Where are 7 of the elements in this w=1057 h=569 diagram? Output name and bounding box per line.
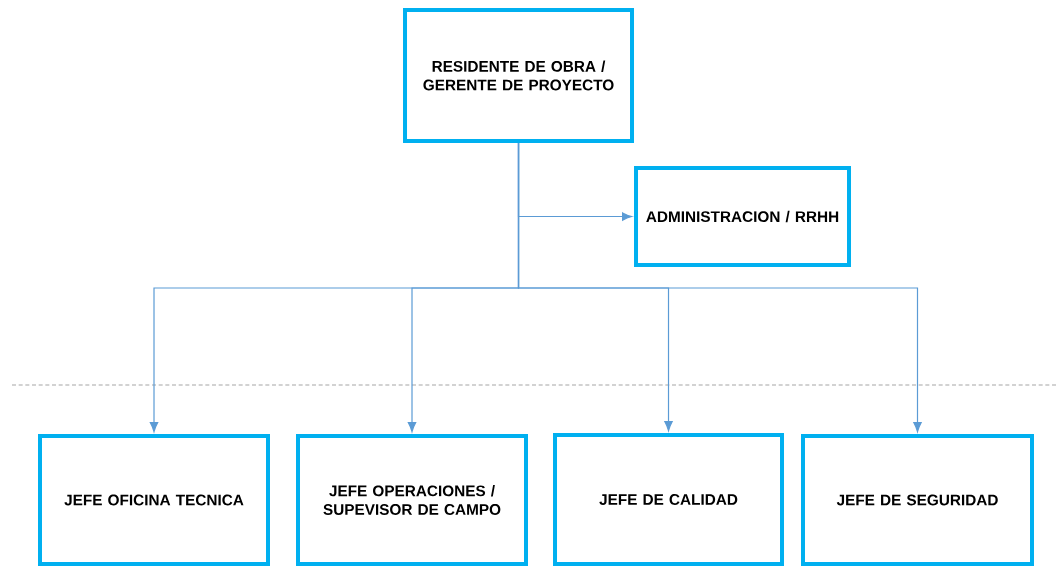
role-box: JEFE DE SEGURIDAD bbox=[801, 434, 1034, 566]
role-box: RESIDENTE DE OBRA / GERENTE DE PROYECTO bbox=[403, 8, 634, 143]
role-box: JEFE DE CALIDAD bbox=[553, 433, 784, 566]
arrow bbox=[517, 142, 922, 433]
role-box: ADMINISTRACION / RRHH bbox=[634, 166, 851, 267]
role-box: JEFE OPERACIONES / SUPEVISOR DE CAMPO bbox=[296, 434, 528, 566]
role-box: JEFE OFICINA TECNICA bbox=[38, 434, 270, 566]
